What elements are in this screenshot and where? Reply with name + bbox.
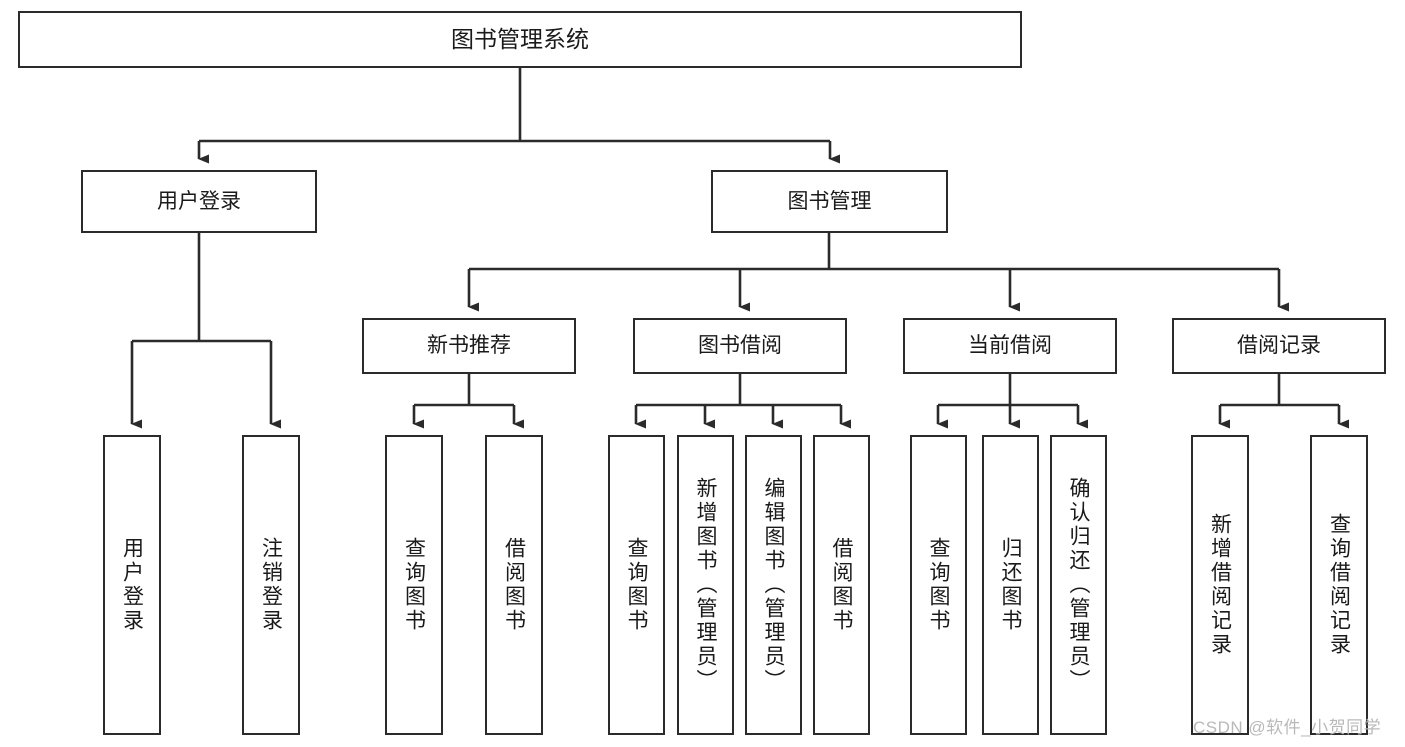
leaf-current-borrow-return[interactable]: 归还图书 [982, 435, 1039, 735]
node-new-book-recommend[interactable]: 新书推荐 [362, 318, 576, 374]
node-current-borrow[interactable]: 当前借阅 [903, 318, 1117, 374]
edge-group-book-manage [467, 233, 1289, 312]
leaf-current-borrow-query[interactable]: 查询图书 [910, 435, 967, 735]
leaf-current-borrow-confirm[interactable]: 确认归还（管理员） [1050, 435, 1107, 735]
leaf-user-login-signout-label: 注销登录 [259, 537, 283, 633]
leaf-borrow-record-add-label: 新增借阅记录 [1208, 513, 1232, 657]
edge-group-root [197, 68, 840, 164]
node-user-login[interactable]: 用户登录 [81, 170, 317, 233]
leaf-user-login-signin[interactable]: 用户登录 [103, 435, 161, 735]
node-current-borrow-label: 当前借阅 [968, 334, 1052, 358]
node-new-book-recommend-label: 新书推荐 [427, 334, 511, 358]
edge-group-borrow-record [1218, 374, 1349, 429]
leaf-borrow-record-query-label: 查询借阅记录 [1327, 513, 1351, 657]
leaf-borrow-record-add[interactable]: 新增借阅记录 [1191, 435, 1249, 735]
node-book-borrow[interactable]: 图书借阅 [633, 318, 847, 374]
node-borrow-record-label: 借阅记录 [1237, 334, 1321, 358]
node-book-management-label: 图书管理 [787, 189, 872, 213]
leaf-book-borrow-add[interactable]: 新增图书（管理员） [677, 435, 734, 735]
edge-group-user-login [130, 233, 281, 429]
node-root-system-label: 图书管理系统 [451, 25, 589, 52]
node-user-login-label: 用户登录 [157, 189, 241, 213]
leaf-borrow-record-query[interactable]: 查询借阅记录 [1310, 435, 1368, 735]
node-book-management[interactable]: 图书管理 [711, 170, 948, 233]
node-borrow-record[interactable]: 借阅记录 [1172, 318, 1386, 374]
leaf-book-borrow-borrow-label: 借阅图书 [830, 537, 853, 633]
leaf-new-book-query-label: 查询图书 [402, 537, 426, 633]
leaf-user-login-signin-label: 用户登录 [120, 537, 144, 633]
leaf-user-login-signout[interactable]: 注销登录 [242, 435, 300, 735]
leaf-current-borrow-return-label: 归还图书 [999, 537, 1022, 633]
leaf-book-borrow-add-label: 新增图书（管理员） [694, 477, 717, 693]
edge-group-current-borrow [936, 374, 1088, 429]
leaf-current-borrow-query-label: 查询图书 [927, 537, 950, 633]
node-root-system[interactable]: 图书管理系统 [18, 11, 1022, 68]
leaf-book-borrow-borrow[interactable]: 借阅图书 [813, 435, 870, 735]
leaf-current-borrow-confirm-label: 确认归还（管理员） [1067, 477, 1090, 693]
leaf-book-borrow-edit-label: 编辑图书（管理员） [762, 477, 785, 693]
edge-group-new-book [412, 374, 524, 429]
leaf-book-borrow-query[interactable]: 查询图书 [608, 435, 665, 735]
node-book-borrow-label: 图书借阅 [698, 334, 782, 358]
leaf-new-book-borrow-label: 借阅图书 [502, 537, 526, 633]
edge-group-book-borrow [634, 374, 851, 429]
leaf-new-book-borrow[interactable]: 借阅图书 [485, 435, 543, 735]
leaf-book-borrow-edit[interactable]: 编辑图书（管理员） [745, 435, 802, 735]
leaf-book-borrow-query-label: 查询图书 [625, 537, 648, 633]
leaf-new-book-query[interactable]: 查询图书 [385, 435, 443, 735]
